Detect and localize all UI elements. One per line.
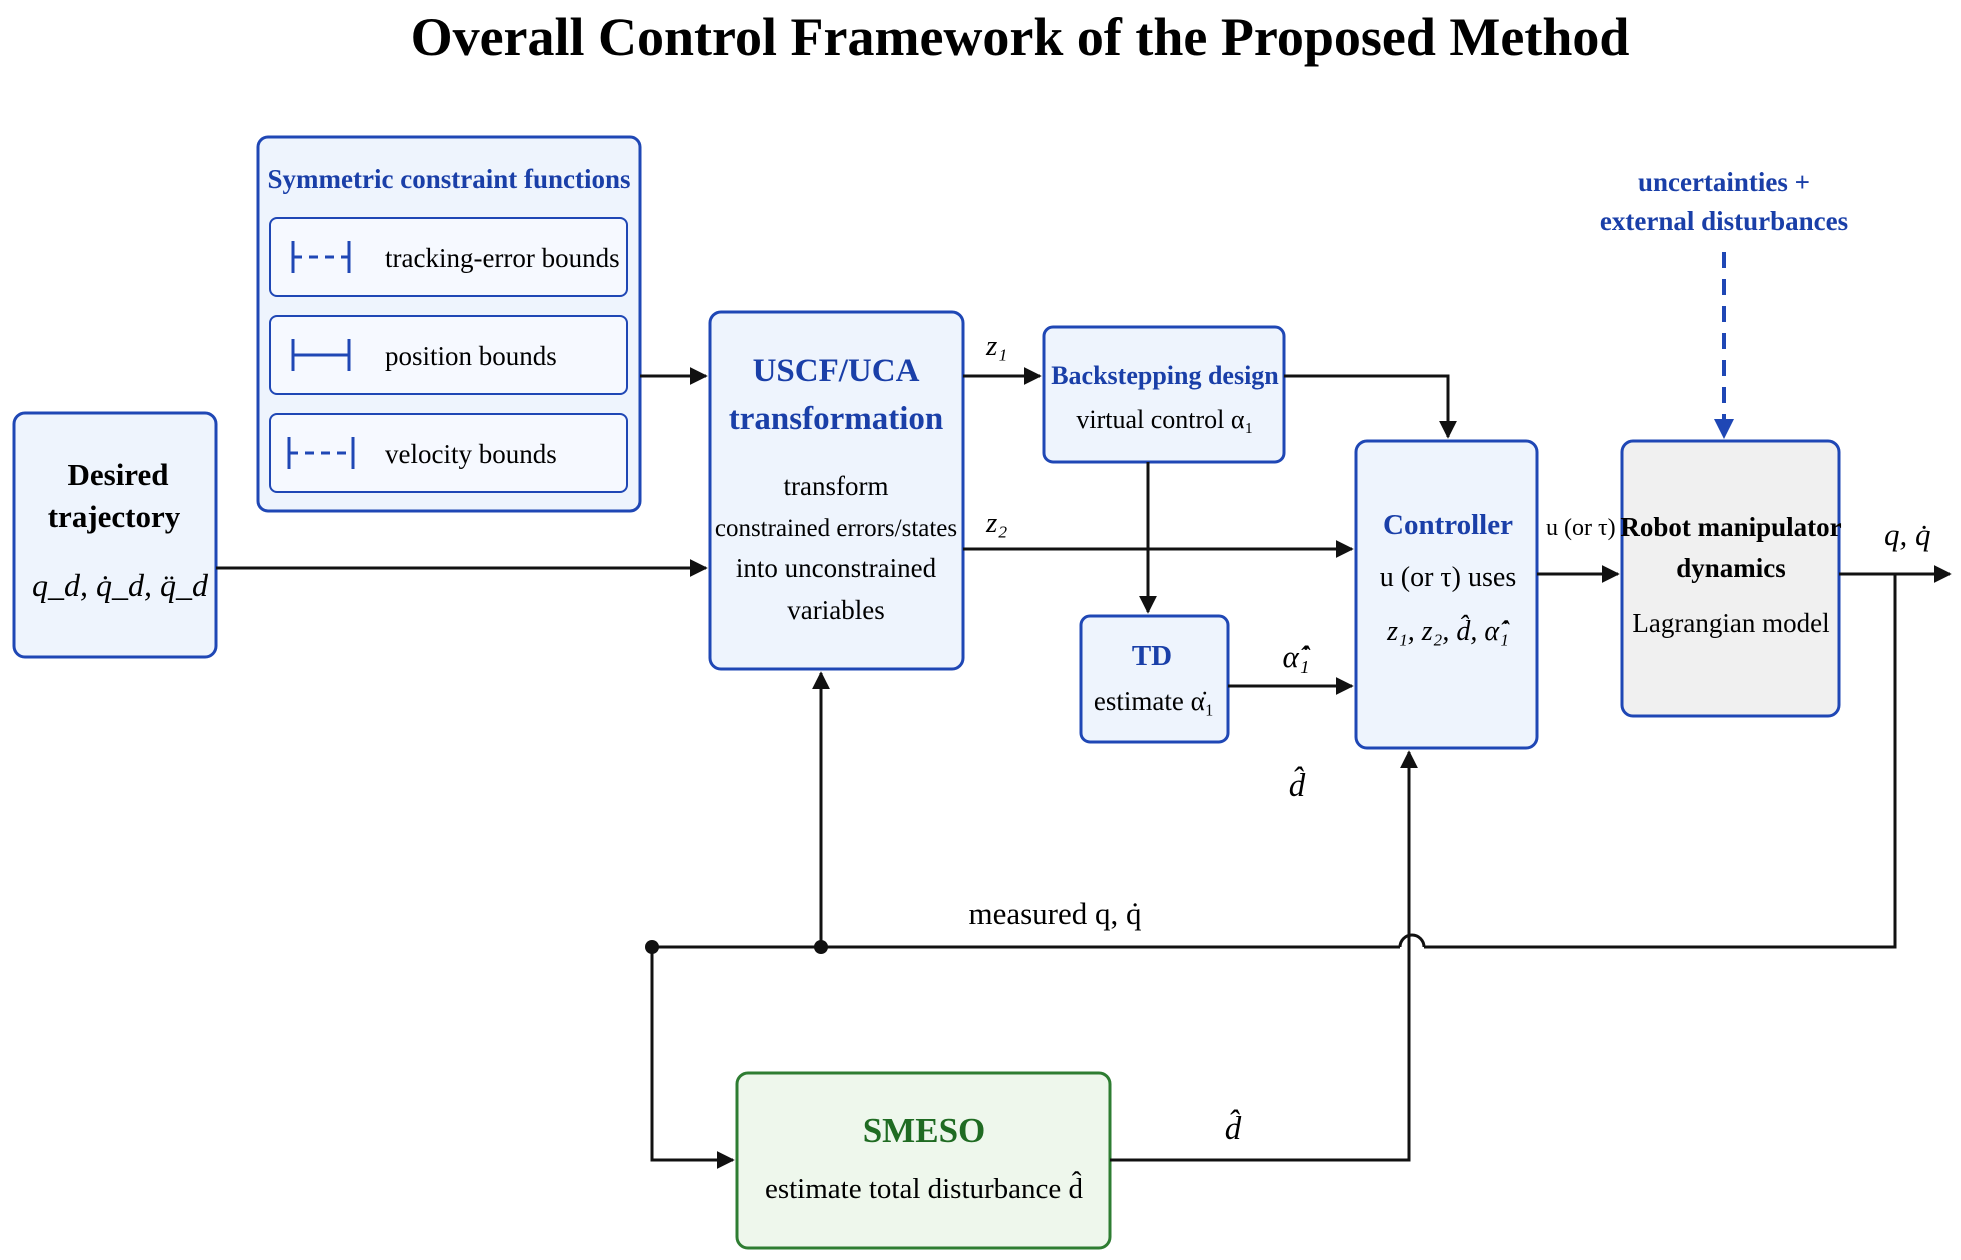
smeso-to-controller-arrow <box>1110 750 1418 1162</box>
disturbance-line1: uncertainties + <box>1638 167 1810 197</box>
d-hat-smeso-label: d̂ <box>1225 1108 1242 1147</box>
backstepping-block: Backstepping design virtual control α₁ <box>1042 325 1286 464</box>
desired-trajectory-block: Desired trajectory q_d, q̇_d, q̈_d <box>12 411 218 659</box>
robot-title-line1: Robot manipulator <box>1620 512 1841 542</box>
measured-to-smeso-arrow <box>650 947 735 1169</box>
output-label: q, q̇ <box>1884 517 1931 552</box>
disturbance-line2: external disturbances <box>1600 206 1848 236</box>
desired-trajectory-box <box>12 411 218 659</box>
z1-label: z₁ <box>985 330 1007 362</box>
uscf-box <box>708 310 965 671</box>
controller-line1: u (or τ) uses <box>1380 562 1516 593</box>
controller-box <box>1354 439 1539 750</box>
page-title: Overall Control Framework of the Propose… <box>411 7 1630 67</box>
disturbance-input: uncertainties + external disturbances <box>1600 167 1848 439</box>
uscf-desc-line: variables <box>787 595 884 625</box>
backstepping-to-controller-arrow <box>1284 374 1457 439</box>
dashed-bound-icon <box>287 437 355 469</box>
constraint-functions-title: Symmetric constraint functions <box>268 164 631 194</box>
uscf-block: USCF/UCA transformation transform constr… <box>708 310 965 671</box>
smeso-box <box>735 1071 1112 1250</box>
constraint-item-label: tracking-error bounds <box>385 243 620 273</box>
desired-title-line1: Desired <box>67 457 168 492</box>
constraint-item-label: velocity bounds <box>385 439 557 469</box>
connectors <box>216 367 1952 1169</box>
constraint-item-velocity <box>269 413 628 493</box>
uscf-desc-line: constrained errors/states <box>715 515 957 542</box>
solid-bound-icon <box>291 339 351 371</box>
alpha-hat-label: α̂̇₁ <box>1282 639 1310 674</box>
backstepping-box <box>1042 325 1286 464</box>
junction-dot <box>814 940 828 954</box>
robot-desc: Lagrangian model <box>1632 608 1829 638</box>
z2-label: z₂ <box>985 507 1007 539</box>
constraint-item-position <box>269 315 628 395</box>
constraint-functions-group: Symmetric constraint functions tracking-… <box>256 135 642 513</box>
backstepping-title: Backstepping design <box>1051 361 1279 390</box>
constraint-item-label: position bounds <box>385 341 557 371</box>
constraint-item-tracking-error <box>269 217 628 297</box>
controller-title: Controller <box>1383 509 1513 541</box>
td-box <box>1079 614 1230 744</box>
d-hat-controller-label: d̂ <box>1289 765 1306 804</box>
feedback-line <box>1424 574 1897 949</box>
robot-title-line2: dynamics <box>1676 553 1786 583</box>
controller-block: Controller u (or τ) uses z₁, z₂, d̂, α̂̇… <box>1354 439 1539 750</box>
uscf-desc-line: transform <box>784 471 889 501</box>
smeso-title: SMESO <box>863 1111 986 1150</box>
desired-signal: q_d, q̇_d, q̈_d <box>32 567 209 603</box>
robot-dynamics-box <box>1620 439 1841 718</box>
td-block: TD estimate α̇₁ <box>1079 614 1230 744</box>
smeso-block: SMESO estimate total disturbance d̂ <box>735 1071 1112 1250</box>
junction-dot <box>645 940 659 954</box>
uscf-desc-line: into unconstrained <box>736 553 937 583</box>
uscf-title-line2: transformation <box>729 401 943 437</box>
td-title: TD <box>1132 640 1172 672</box>
control-input-label: u (or τ) <box>1546 515 1616 541</box>
smeso-desc: estimate total disturbance d̂ <box>765 1170 1084 1205</box>
measured-label: measured q, q̇ <box>968 896 1141 931</box>
robot-dynamics-block: Robot manipulator dynamics Lagrangian mo… <box>1620 439 1842 718</box>
desired-title-line2: trajectory <box>48 499 181 534</box>
dashed-bound-icon <box>291 241 351 273</box>
line-crossing-hop <box>1398 933 1426 948</box>
uscf-title-line1: USCF/UCA <box>753 353 920 389</box>
backstepping-desc: virtual control α₁ <box>1076 405 1253 434</box>
td-desc: estimate α̇₁ <box>1094 686 1214 716</box>
controller-line2: z₁, z₂, d̂, α̂̇₁ <box>1386 615 1510 647</box>
